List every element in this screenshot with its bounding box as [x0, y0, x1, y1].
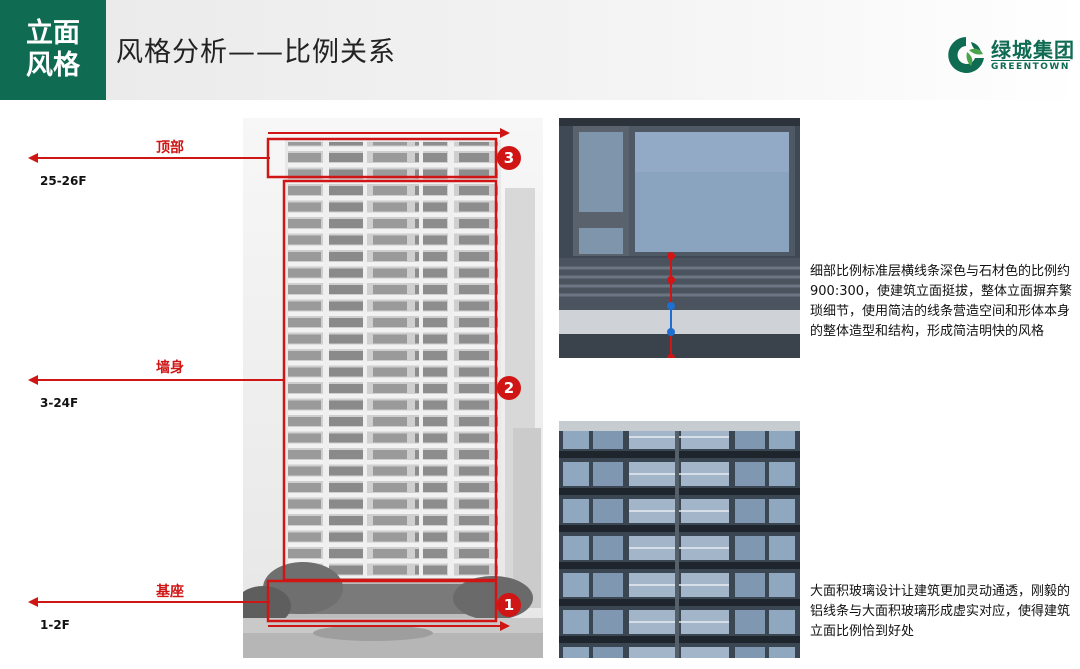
logo-english-text: GREENTOWN	[991, 60, 1070, 72]
leaf-logo-icon	[948, 37, 984, 73]
glass-description: 大面积玻璃设计让建筑更加灵动通透，刚毅的铝线条与大面积玻璃形成虚实对应，使得建筑…	[810, 584, 1071, 639]
zone-label-base: 基座	[156, 584, 184, 600]
facade-detail-photo	[559, 118, 800, 358]
marker-2-number: 2	[503, 379, 515, 397]
zone-label-top: 顶部	[156, 140, 184, 156]
marker-3-number: 3	[503, 149, 515, 167]
glass-facade-photo	[559, 421, 800, 658]
header-bar: 立面 风格 风格分析——比例关系 绿城集团 GREENTOWN	[0, 0, 1080, 100]
zone-label-body: 墙身	[156, 360, 184, 376]
floor-label-body: 3-24F	[40, 396, 79, 410]
logo-chinese-text: 绿城集团	[991, 38, 1075, 62]
marker-2: 2	[497, 376, 521, 400]
page-title: 风格分析——比例关系	[116, 37, 396, 68]
section-tag-line2: 风格	[26, 50, 80, 81]
section-tag: 立面 风格	[0, 0, 106, 100]
floor-label-base: 1-2F	[40, 618, 70, 632]
detail-description: 细部比例标准层横线条深色与石材色的比例约900:300，使建筑立面挺拔，整体立面…	[810, 264, 1073, 339]
marker-1: 1	[497, 593, 521, 617]
section-tag-line1: 立面	[26, 18, 80, 49]
marker-3: 3	[497, 146, 521, 170]
marker-1-number: 1	[503, 596, 515, 614]
floor-label-top: 25-26F	[40, 174, 87, 188]
greentown-logo: 绿城集团 GREENTOWN	[945, 32, 1075, 80]
